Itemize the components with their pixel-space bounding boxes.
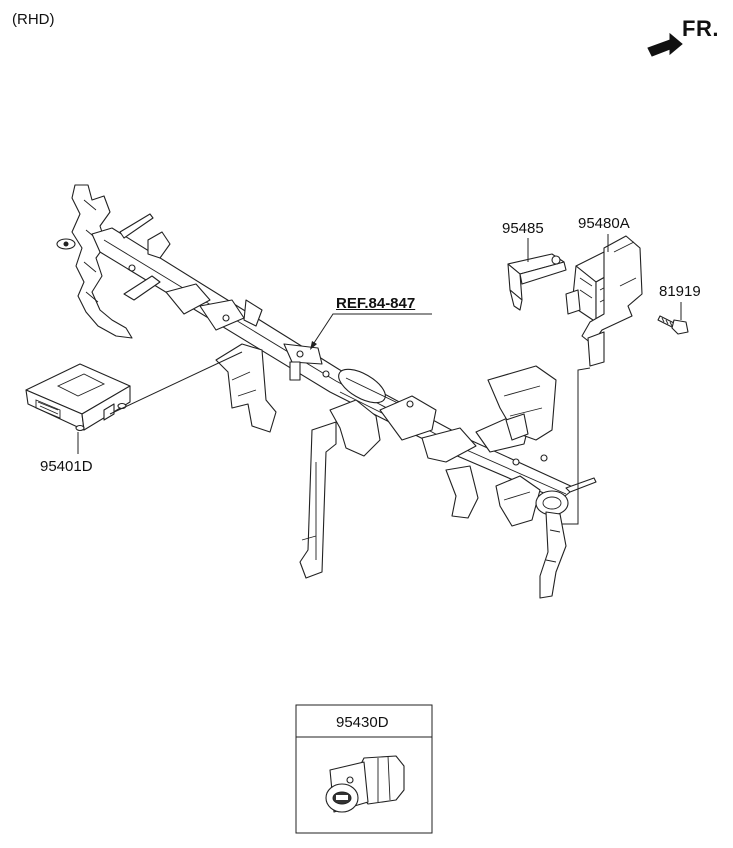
leader-lines — [77, 234, 682, 525]
cross-car-beam — [56, 184, 597, 599]
bolt-81919 — [657, 315, 689, 335]
callout-95401d[interactable]: 95401D — [40, 458, 93, 475]
inset-title[interactable]: 95430D — [336, 714, 389, 731]
front-direction-label: FR. — [682, 16, 719, 41]
module-95480a — [565, 235, 643, 367]
callout-95485[interactable]: 95485 — [502, 220, 544, 237]
callout-95480a[interactable]: 95480A — [578, 215, 630, 232]
reference-link[interactable]: REF.84-847 — [336, 295, 416, 312]
front-arrow-icon — [647, 32, 683, 57]
callout-81919[interactable]: 81919 — [659, 283, 701, 300]
module-95401d — [25, 363, 131, 432]
inset-95430d — [295, 704, 433, 834]
corner-note: (RHD) — [12, 11, 55, 28]
bracket-95485 — [507, 253, 567, 311]
